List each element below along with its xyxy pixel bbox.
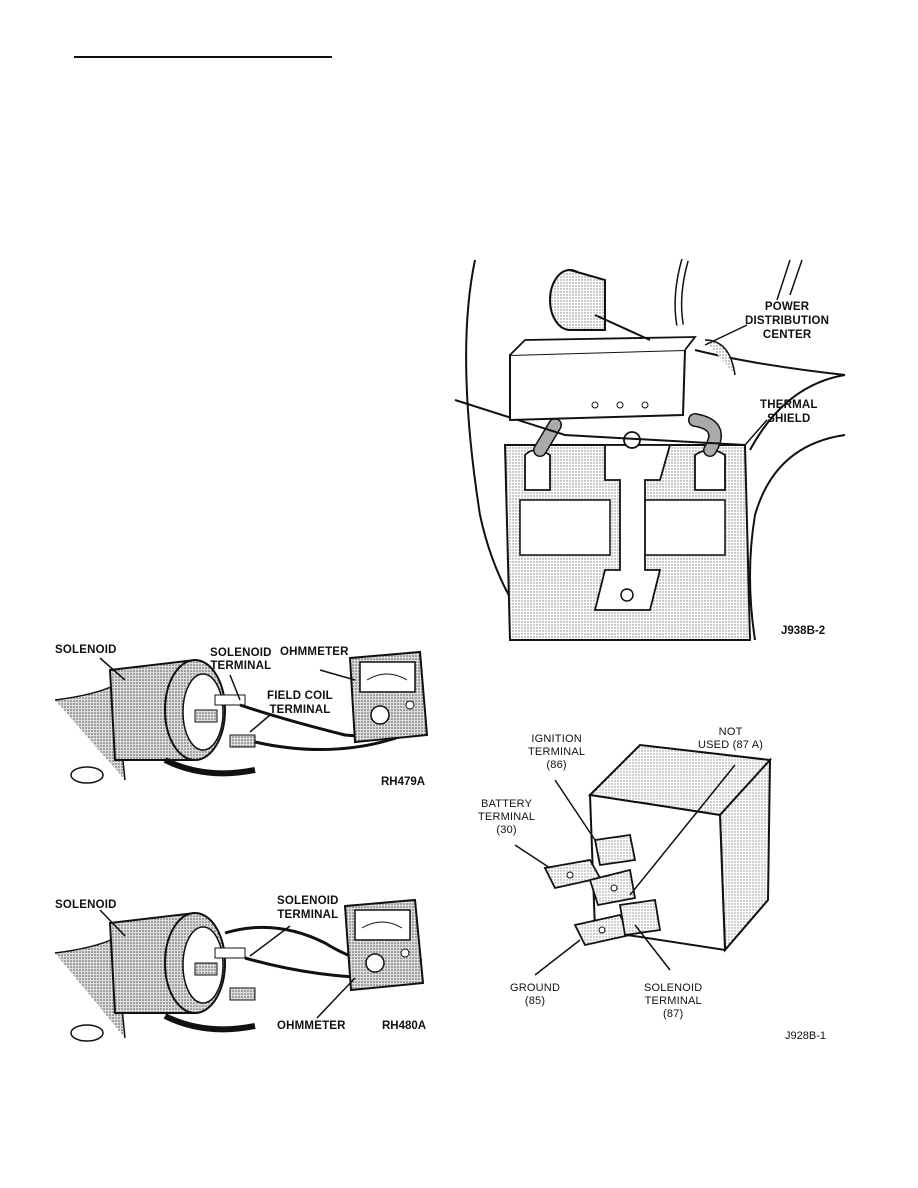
relay-figure: IGNITION TERMINAL (86) NOT USED (87 A) B… (470, 720, 840, 1050)
label-solenoid-terminal: SOLENOID TERMINAL (87) (644, 982, 703, 1020)
label-ignition-terminal: IGNITION TERMINAL (86) (528, 733, 586, 771)
test1-label-solenoid-terminal: SOLENOID TERMINAL (210, 647, 272, 672)
pdc-figure-id: J938B-2 (781, 625, 826, 637)
test2-label-solenoid-terminal: SOLENOID TERMINAL (277, 895, 339, 921)
pdc-figure: POWER DISTRIBUTION CENTER THERMAL SHIELD… (454, 255, 846, 645)
relay-figure-id: J928B-1 (785, 1030, 826, 1042)
label-thermal-shield: THERMAL SHIELD (760, 399, 818, 425)
label-ground: GROUND (85) (510, 982, 561, 1007)
test1-label-ohmmeter: OHMMETER (280, 646, 349, 658)
label-not-used: NOT USED (87 A) (698, 726, 764, 751)
test2-illustration (54, 898, 425, 1042)
test1-label-solenoid: SOLENOID (55, 644, 117, 656)
header-rule (74, 56, 332, 58)
test1-label-field-coil-terminal: FIELD COIL TERMINAL (267, 690, 333, 716)
test2-figure-id: RH480A (382, 1020, 427, 1032)
pdc-illustration (454, 258, 846, 641)
relay-illustration (514, 743, 773, 976)
label-battery-terminal: BATTERY TERMINAL (30) (478, 798, 536, 836)
label-power-distribution-center: POWER DISTRIBUTION CENTER (745, 301, 830, 341)
test1-figure-id: RH479A (381, 776, 426, 788)
test1-figure: SOLENOID SOLENOID TERMINAL OHMMETER FIEL… (54, 640, 440, 790)
test2-figure: SOLENOID SOLENOID TERMINAL OHMMETER RH48… (54, 888, 440, 1043)
test2-label-solenoid: SOLENOID (55, 899, 117, 911)
test1-illustration (54, 650, 429, 784)
test2-label-ohmmeter: OHMMETER (277, 1020, 346, 1032)
